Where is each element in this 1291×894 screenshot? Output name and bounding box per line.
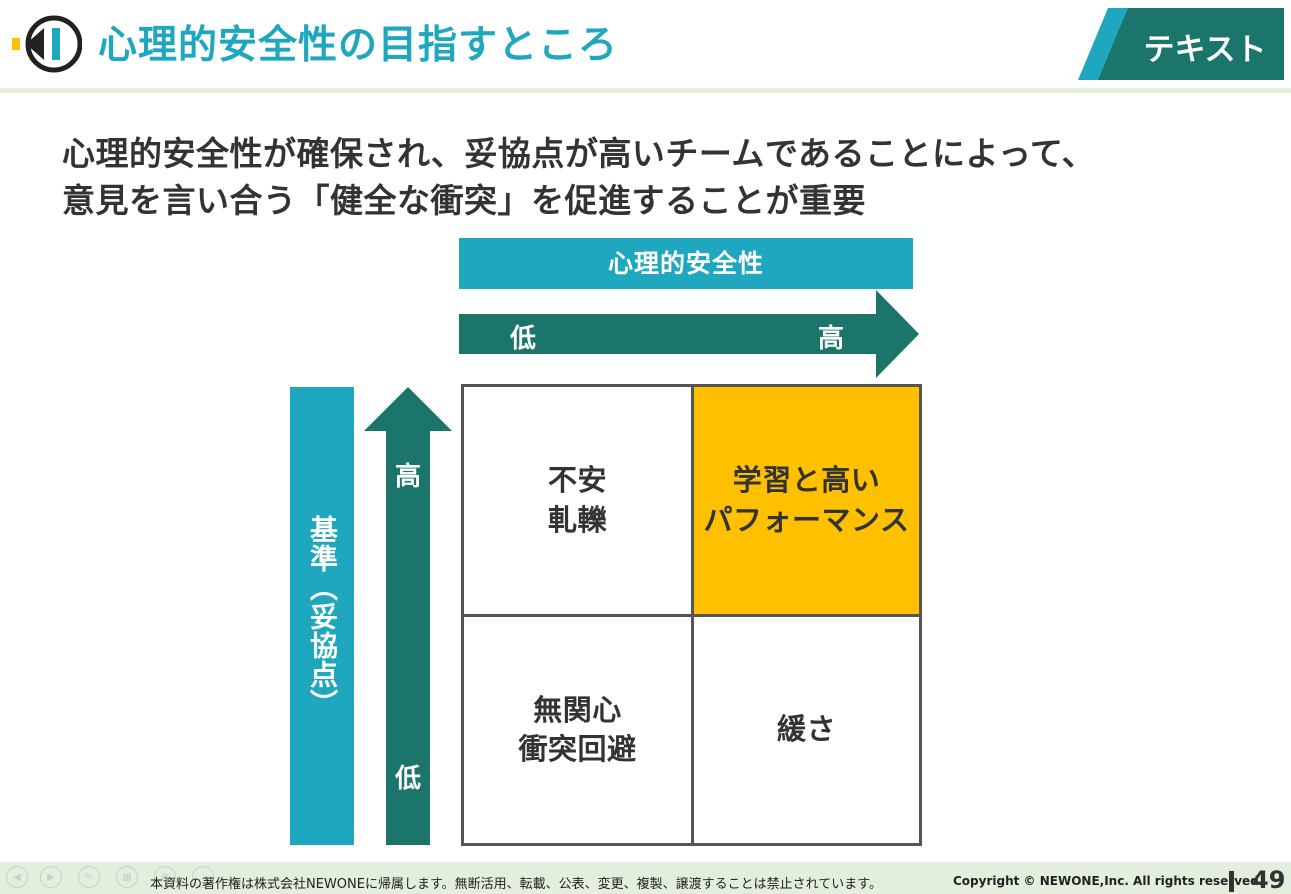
slides-icon[interactable]: ▦	[116, 866, 138, 888]
copyright-notice: 本資料の著作権は株式会社NEWONEに帰属します。無断活用、転載、公表、変更、複…	[150, 877, 882, 892]
next-icon[interactable]: ▶	[40, 866, 62, 888]
y-axis-arrow	[364, 387, 454, 851]
footer-band	[0, 862, 1291, 894]
quadrant-label: 無関心 衝突回避	[518, 692, 637, 766]
x-axis-high-label: 高	[818, 324, 845, 354]
page-divider	[1229, 871, 1234, 892]
quadrant-top-left: 不安 軋轢	[461, 384, 694, 617]
up-arrow-icon	[364, 387, 452, 845]
headline-line-2: 意見を言い合う「健全な衝突」を促進することが重要	[62, 181, 866, 220]
y-axis-high-label: 高	[395, 462, 422, 492]
zoom-icon[interactable]: ⊕	[154, 866, 176, 888]
category-badge: テキスト	[1078, 8, 1284, 80]
badge-label: テキスト	[1143, 32, 1267, 68]
quadrant-top-right: 学習と高い パフォーマンス	[691, 384, 922, 617]
quadrant-bottom-left: 無関心 衝突回避	[461, 614, 694, 846]
header-divider	[0, 88, 1291, 93]
pen-icon[interactable]: ✎	[78, 866, 100, 888]
right-arrow-icon	[459, 290, 919, 378]
quadrant-label: 学習と高い パフォーマンス	[703, 463, 910, 537]
y-axis-title: 基準（妥協点）	[306, 514, 339, 718]
quadrant-bottom-right: 緩さ	[691, 614, 922, 846]
copyright-text: Copyright © NEWONE,Inc. All rights reser…	[953, 874, 1264, 888]
prev-icon[interactable]: ◀	[6, 866, 28, 888]
quadrant-matrix: 不安 軋轢 学習と高い パフォーマンス 無関心 衝突回避 緩さ	[461, 384, 922, 846]
quadrant-label: 緩さ	[776, 712, 836, 747]
x-axis-arrow	[459, 290, 921, 382]
y-axis-low-label: 低	[395, 764, 422, 794]
page-title: 心理的安全性の目指すところ	[98, 23, 619, 68]
badge-shape	[1078, 8, 1284, 80]
more-icon[interactable]: …	[192, 866, 214, 888]
logo-icon	[12, 15, 83, 73]
logo	[10, 14, 83, 74]
x-axis-low-label: 低	[510, 324, 537, 354]
quadrant-label: 不安 軋轢	[547, 463, 607, 537]
page-number: 49	[1252, 866, 1286, 894]
headline-line-1: 心理的安全性が確保され、妥協点が高いチームであることによって、	[62, 134, 1096, 173]
x-axis-title: 心理的安全性	[459, 238, 913, 289]
y-axis-title-bar: 基準（妥協点）	[290, 387, 354, 845]
